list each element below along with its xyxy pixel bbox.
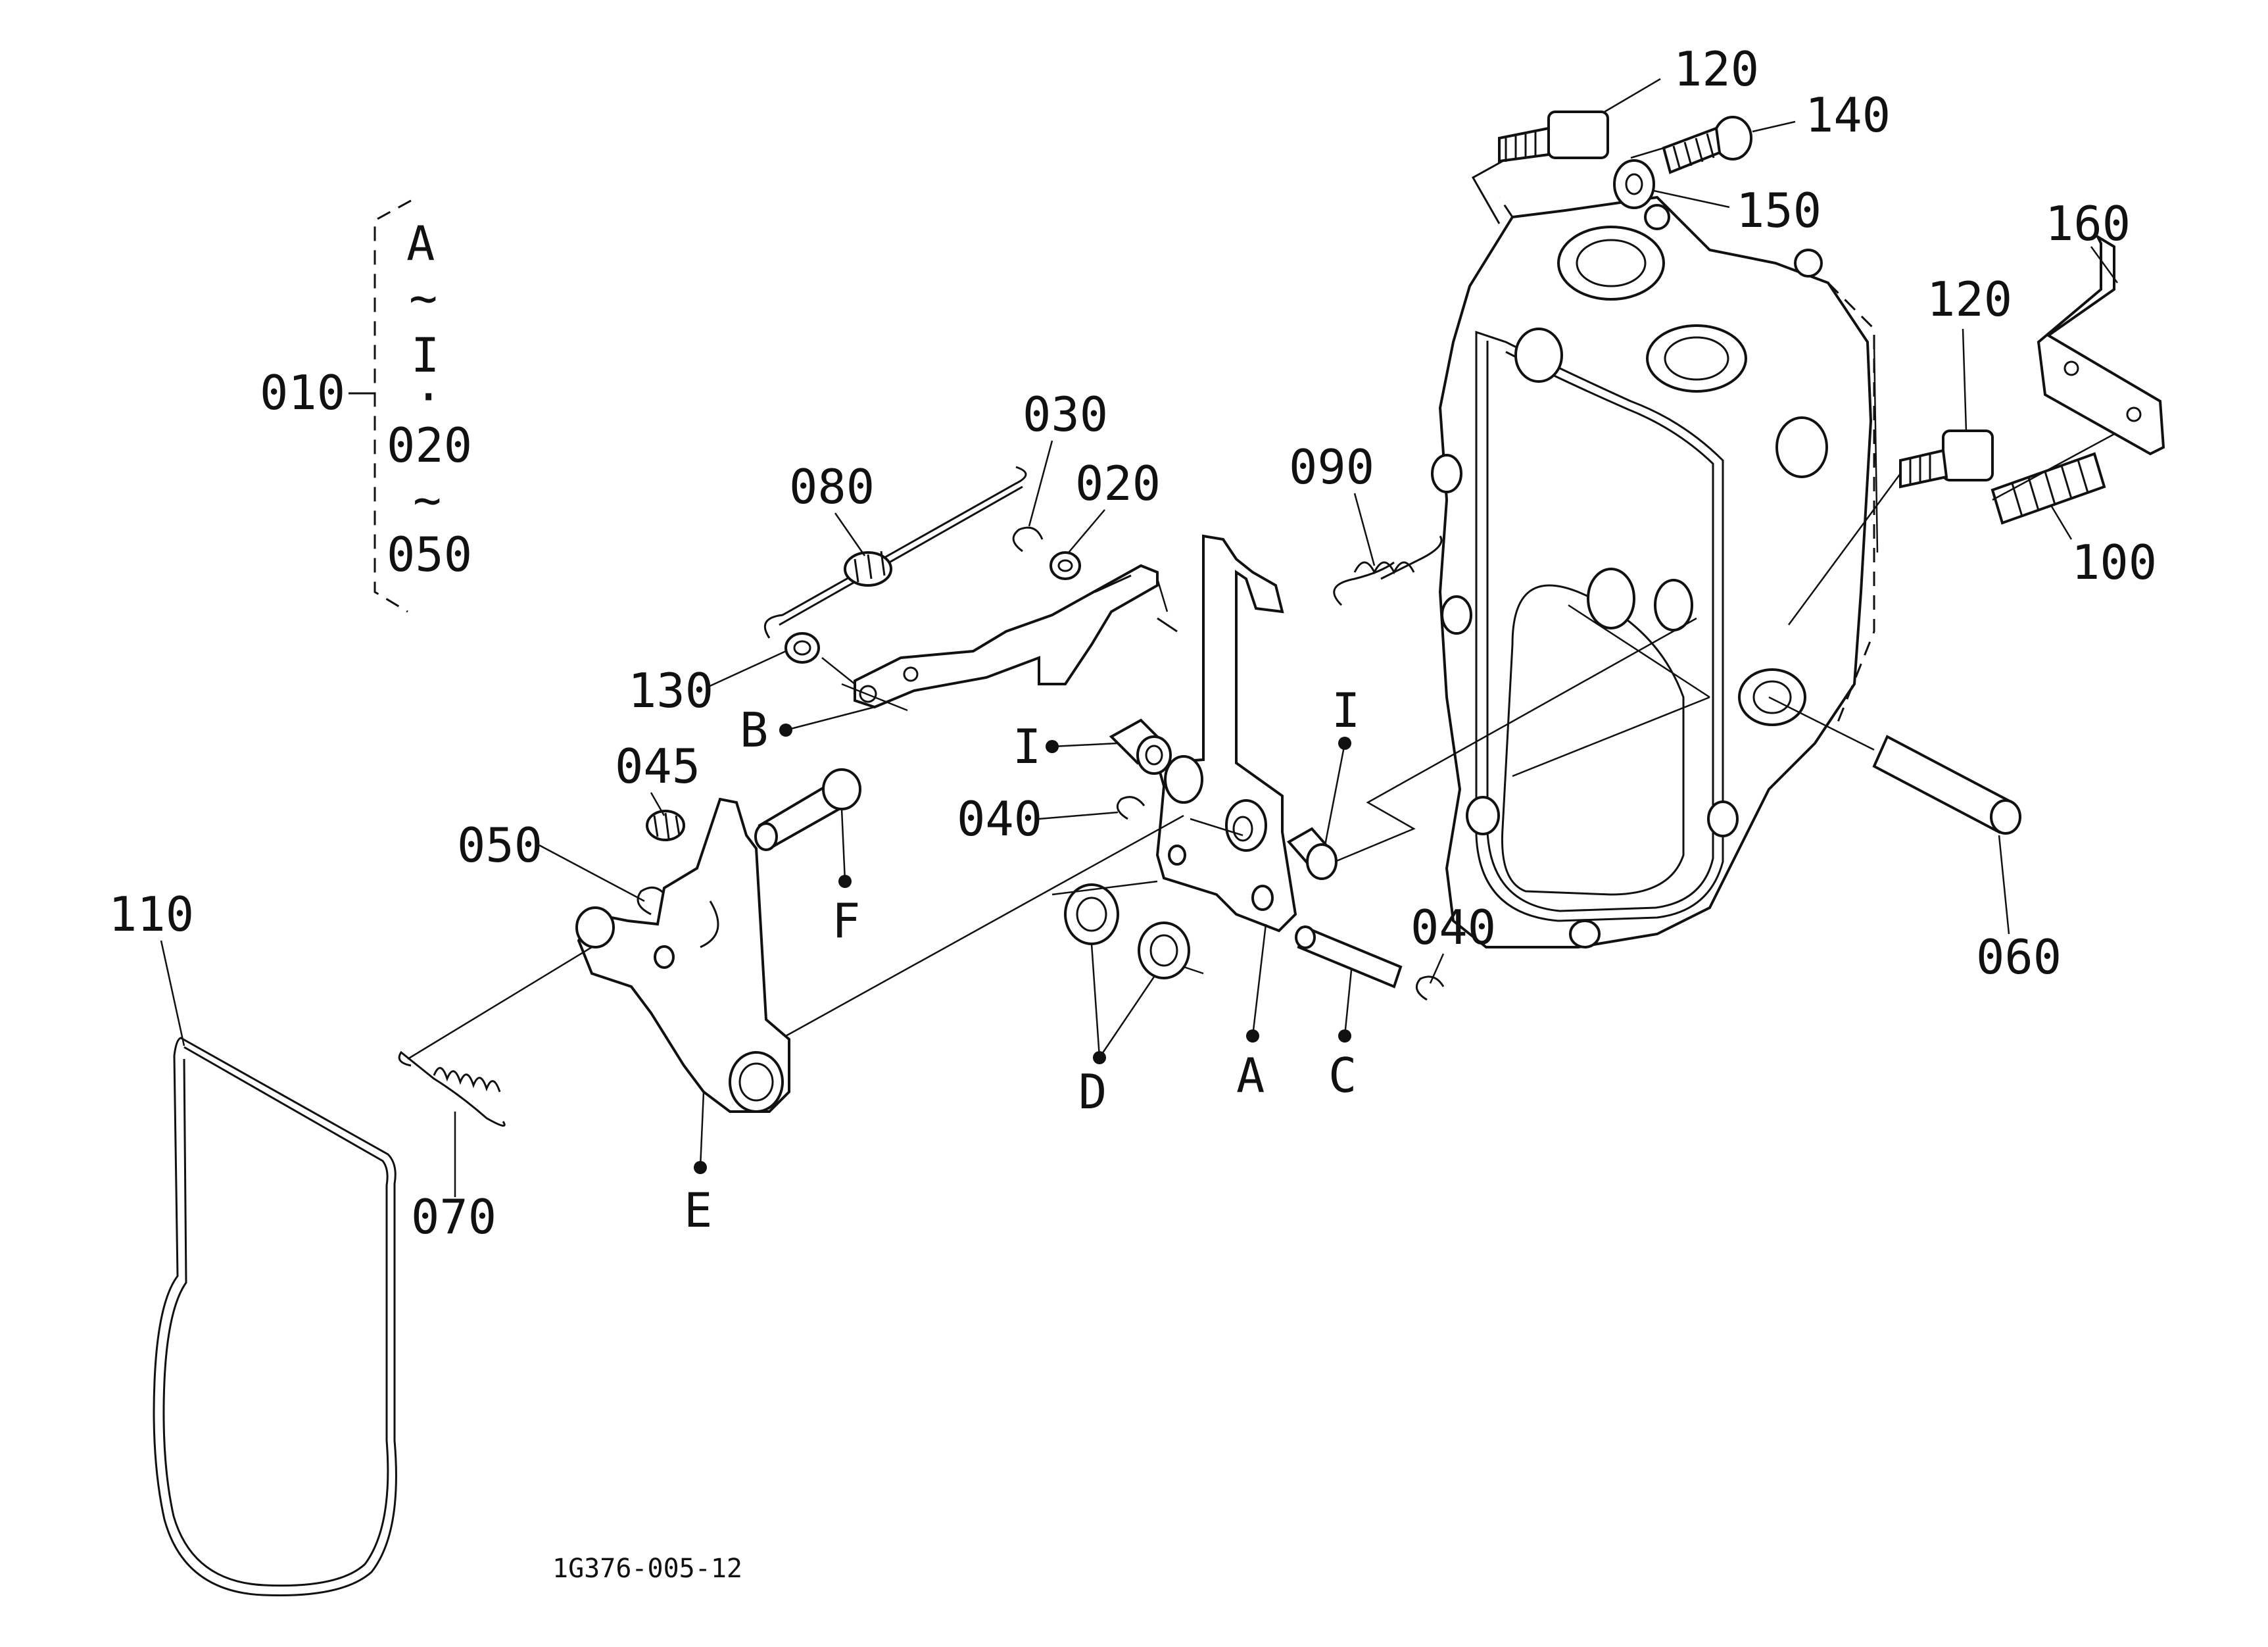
callout-f: F xyxy=(832,893,860,948)
pin-f xyxy=(754,768,861,851)
eclip-040-left xyxy=(1116,796,1146,820)
callout-060: 060 xyxy=(1976,929,2062,985)
callout-110: 110 xyxy=(109,887,194,942)
bolt-120-top xyxy=(1471,111,1609,224)
bracket-160 xyxy=(2037,233,2165,456)
bracket-line-a: A xyxy=(406,216,435,271)
callout-010: 010 xyxy=(260,365,345,420)
callout-050: 050 xyxy=(457,818,543,873)
eclip-050 xyxy=(637,886,669,916)
nut-150 xyxy=(1613,159,1655,209)
callout-b: B xyxy=(740,702,768,758)
leader-lines xyxy=(407,147,2115,1060)
bracket-line-tilde-1: ~ xyxy=(409,270,437,326)
bracket-line-050: 050 xyxy=(387,527,472,582)
callout-160: 160 xyxy=(2045,196,2131,251)
link-plate-b xyxy=(854,564,1159,709)
lever-plate-a xyxy=(1155,534,1297,933)
washer-020 xyxy=(1050,551,1081,580)
bracket-line-tilde-2: ~ xyxy=(413,472,441,528)
callout-c: C xyxy=(1328,1048,1357,1103)
callout-100: 100 xyxy=(2071,535,2157,590)
callout-040-left: 040 xyxy=(957,791,1042,847)
callout-e: E xyxy=(684,1183,712,1238)
bracket-line-dot: · xyxy=(414,369,443,424)
callout-130: 130 xyxy=(628,663,713,718)
bearing-d-2 xyxy=(1138,922,1190,979)
pin-060 xyxy=(1872,735,2021,835)
shaft-c xyxy=(1295,925,1403,989)
bolt-120-right xyxy=(1899,430,1994,489)
stud-100 xyxy=(1991,452,2106,525)
eclip-040-right xyxy=(1415,975,1445,1001)
callout-040-right: 040 xyxy=(1411,900,1496,955)
assembly-bracket: 010 A ~ I · 020 ~ 050 xyxy=(260,199,472,613)
gasket-110 xyxy=(153,1037,397,1597)
callouts: 120 140 150 160 120 100 090 030 020 080 … xyxy=(109,41,2157,1244)
callout-080: 080 xyxy=(789,459,875,514)
spring-045 xyxy=(646,810,685,841)
bracket-line-i: I xyxy=(411,328,439,383)
eclip-030 xyxy=(1012,526,1044,553)
callout-i-left: I xyxy=(1013,719,1041,774)
callout-045: 045 xyxy=(615,739,700,794)
callout-090: 090 xyxy=(1289,439,1374,495)
callout-070: 070 xyxy=(411,1189,496,1244)
collar-i-right xyxy=(1286,827,1338,880)
callout-150: 150 xyxy=(1736,183,1822,238)
callout-120-top: 120 xyxy=(1674,41,1759,97)
spring-090 xyxy=(1333,535,1443,606)
collar-i-left xyxy=(1109,718,1172,775)
callout-i-right: I xyxy=(1332,683,1360,738)
drawing-number: 1G376-005-12 xyxy=(552,1554,742,1584)
callout-120-right: 120 xyxy=(1927,272,2012,327)
bearing-d-1 xyxy=(1064,883,1119,945)
callout-020: 020 xyxy=(1075,456,1161,511)
spring-070 xyxy=(398,1050,506,1127)
bracket-line-020: 020 xyxy=(387,418,472,473)
bolt-140 xyxy=(1662,116,1796,174)
callout-030: 030 xyxy=(1023,387,1108,442)
callout-140: 140 xyxy=(1805,87,1891,143)
callout-d: D xyxy=(1078,1064,1107,1119)
gear-housing xyxy=(1431,195,1875,948)
collar-130 xyxy=(784,632,820,664)
callout-a: A xyxy=(1236,1048,1265,1103)
rod-080 xyxy=(763,466,1027,639)
